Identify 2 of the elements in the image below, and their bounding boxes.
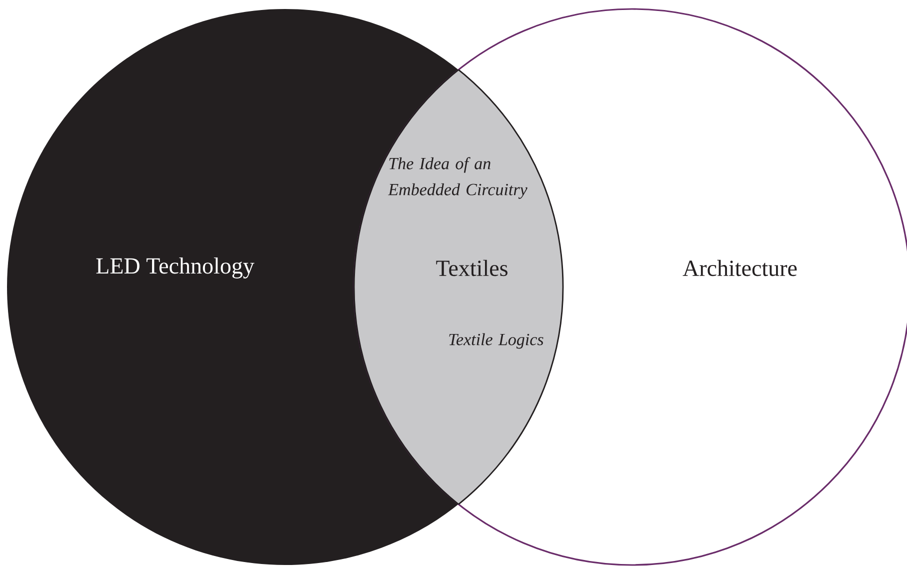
italic-note: The Idea of an Embedded Circuitry	[388, 157, 528, 199]
italic-note: Textile Logics	[449, 333, 544, 349]
